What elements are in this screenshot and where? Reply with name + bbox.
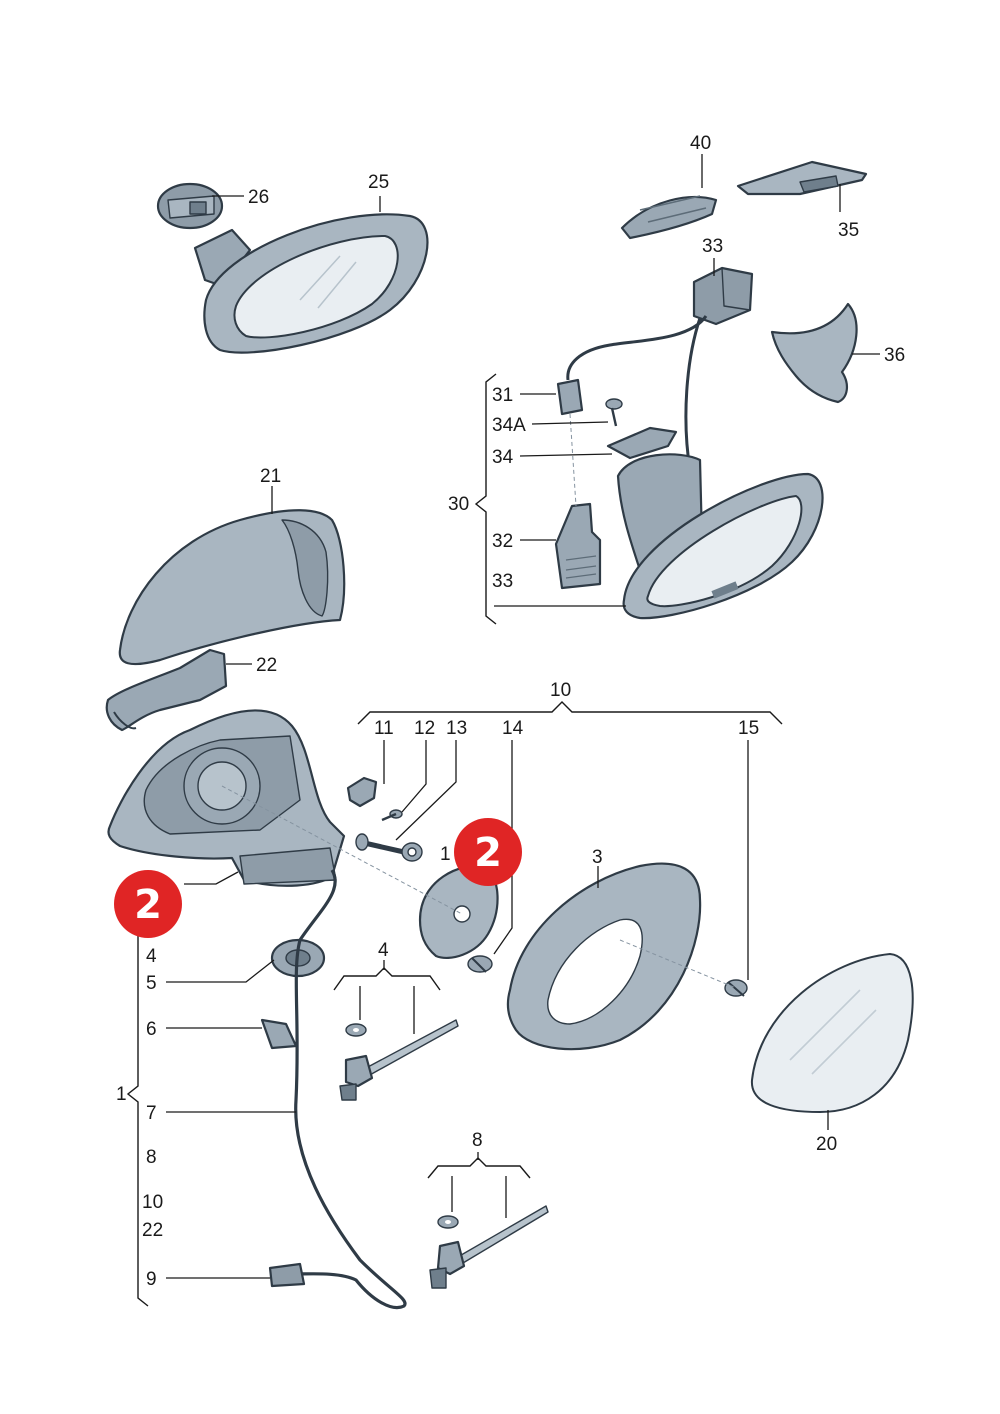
part-7-wiring-harness <box>294 869 407 1310</box>
label-25: 25 <box>368 172 389 193</box>
badge-number: 2 <box>134 882 162 928</box>
part-9-connector <box>268 1262 306 1288</box>
label-10: 10 <box>142 1192 163 1213</box>
label-4: 4 <box>146 946 157 967</box>
label-5: 5 <box>146 973 157 994</box>
label-34a: 34A <box>492 415 526 436</box>
part-34a-screw <box>605 398 623 427</box>
badge-part-2-upper: 2 <box>454 818 522 886</box>
part-12-screw <box>381 809 403 822</box>
label-33-lower: 33 <box>492 571 513 592</box>
part-30-wiring <box>566 315 708 471</box>
label-20: 20 <box>816 1134 837 1155</box>
part-4-washer <box>345 1023 367 1037</box>
label-31: 31 <box>492 385 513 406</box>
badge-part-2-lower: 2 <box>114 870 182 938</box>
part-40-trim-cover <box>620 195 718 240</box>
label-33-top: 33 <box>702 236 723 257</box>
part-25-interior-mirror <box>193 213 429 354</box>
part-36-shroud <box>770 302 858 404</box>
label-35: 35 <box>838 220 859 241</box>
label-1-partial: 1 <box>440 844 451 865</box>
label-32: 32 <box>492 531 513 552</box>
label-1-group: 1 <box>116 1084 127 1105</box>
part-31-plug <box>556 378 584 416</box>
label-4-group: 4 <box>378 940 389 961</box>
label-12: 12 <box>414 718 435 739</box>
label-6: 6 <box>146 1019 157 1040</box>
label-40: 40 <box>690 133 711 154</box>
badge-number: 2 <box>474 830 502 876</box>
part-22-indicator-bracket <box>105 648 228 732</box>
part-2-mirror-housing <box>107 709 346 887</box>
label-34: 34 <box>492 447 514 468</box>
label-21: 21 <box>260 466 281 487</box>
label-14: 14 <box>502 718 524 739</box>
label-8: 8 <box>146 1147 157 1168</box>
part-14-carrier-plate <box>418 864 499 960</box>
part-13-bolt <box>355 833 405 855</box>
part-21-mirror-cap <box>118 509 346 666</box>
label-8-group: 8 <box>472 1130 483 1151</box>
part-35-cover-plate <box>736 160 868 196</box>
part-30-auto-dim-mirror <box>616 453 824 620</box>
part-nut <box>401 842 423 862</box>
part-33-connector <box>692 266 754 326</box>
label-15: 15 <box>738 718 759 739</box>
alignment-lines <box>221 413 737 989</box>
label-9: 9 <box>146 1269 157 1290</box>
part-20-mirror-glass <box>750 952 914 1114</box>
part-34-clip <box>606 426 678 460</box>
part-14-screw <box>467 955 493 973</box>
label-3: 3 <box>592 847 603 868</box>
label-22: 22 <box>256 655 277 676</box>
part-11-clip <box>346 776 378 808</box>
label-13: 13 <box>446 718 467 739</box>
part-26-mount-base <box>156 182 224 230</box>
part-4-cable-tie <box>339 1019 459 1101</box>
label-36: 36 <box>884 345 905 366</box>
label-7: 7 <box>146 1103 157 1124</box>
label-30: 30 <box>448 494 469 515</box>
part-6-clip <box>260 1018 298 1050</box>
label-11: 11 <box>374 718 394 739</box>
label-22-list: 22 <box>142 1220 163 1241</box>
part-8-washer <box>437 1215 459 1229</box>
part-32-sensor <box>554 502 602 590</box>
part-labels: 26 25 40 35 33 36 31 34A 34 30 32 33 21 … <box>116 133 905 1290</box>
label-26: 26 <box>248 187 269 208</box>
part-3-mirror-surround <box>506 862 702 1051</box>
label-10-group: 10 <box>550 680 571 701</box>
part-8-cable-tie <box>429 1205 549 1289</box>
